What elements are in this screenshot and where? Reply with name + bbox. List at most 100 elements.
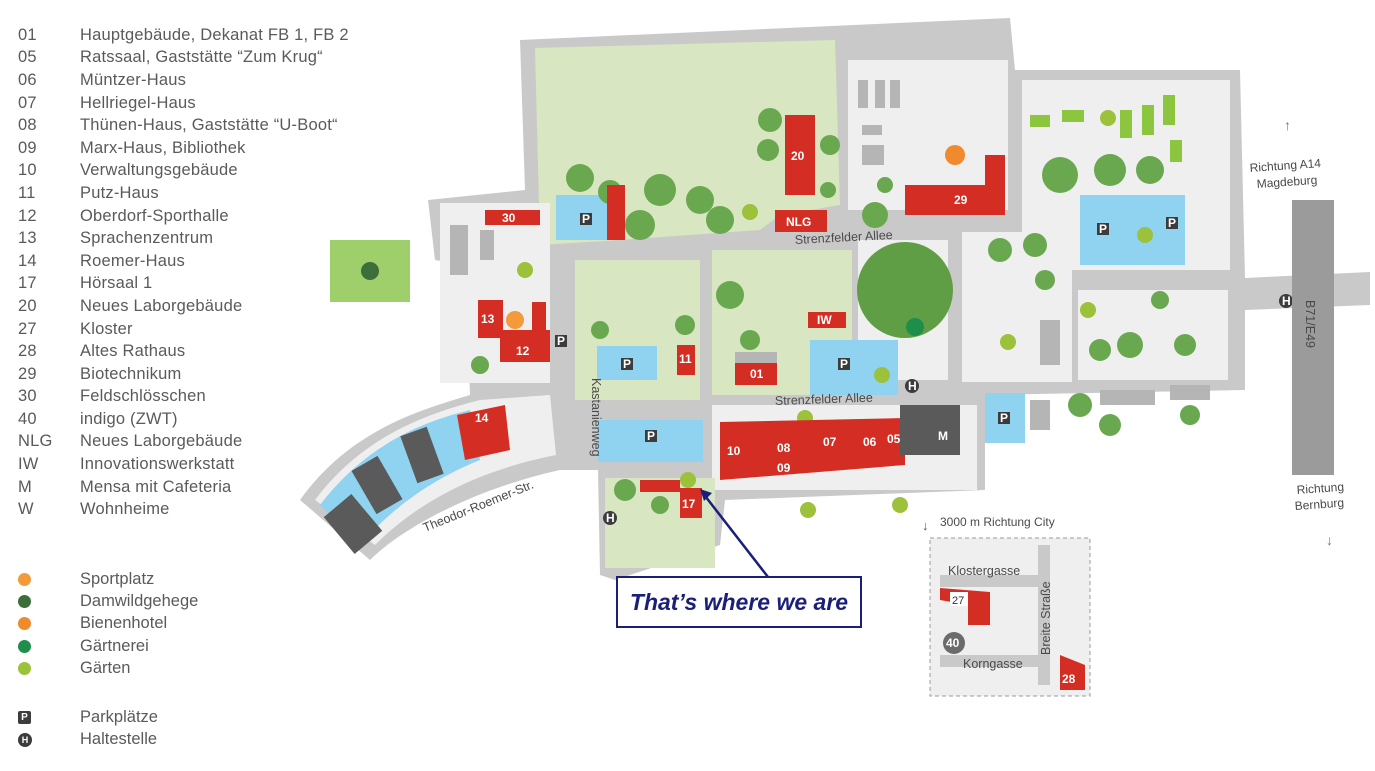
building-14-label: 14 [475,411,489,425]
legend-row: 09 Marx-Haus, Bibliothek [18,137,438,160]
legend-code: 17 [18,274,37,293]
building-28 [1060,655,1085,690]
mensa-building [900,405,960,455]
sportplatz-icon [506,311,524,329]
feature-row: Damwildgehege [18,590,318,612]
service-name: Parkplätze [80,707,158,726]
strenzfelder-north-label: Strenzfelder Allee [794,228,893,247]
feature-row: Gärtnerei [18,635,318,657]
location-callout: That’s where we are [616,576,862,628]
legend-code: NLG [18,432,53,451]
legend-name: Hauptgebäude, Dekanat FB 1, FB 2 [80,25,349,44]
kastanienweg-label: Kastanienweg [589,378,603,457]
svg-text:P: P [582,212,590,226]
legend-name: Feldschlösschen [80,387,206,406]
legend-code: 12 [18,206,37,225]
grey-buildings [450,80,1210,430]
feature-row: Sportplatz [18,568,318,590]
svg-text:P: P [557,334,565,348]
feature-row: Bienenhotel [18,613,318,635]
feature-icon-cell [18,639,80,653]
building-08-label: 08 [777,441,791,455]
legend-code: 20 [18,296,37,315]
feature-name: Gärtnerei [80,636,149,655]
legend-code: 01 [18,25,37,44]
service-name: Haltestelle [80,730,158,749]
legend-name: Roemer-Haus [80,251,185,270]
gaertnerei-icon [906,318,924,336]
building-11-label: 11 [679,352,692,366]
legend-row: 01 Hauptgebäude, Dekanat FB 1, FB 2 [18,24,438,47]
legend-name: Thünen-Haus, Gaststätte “U-Boot“ [80,116,338,135]
legend-code: 10 [18,161,37,180]
field-strips [1030,95,1182,162]
legend-name: Neues Laborgebäude [80,296,243,315]
south-direction-1: Richtung [1296,480,1344,497]
legend-name: Hellriegel-Haus [80,93,196,112]
north-direction-2: Magdeburg [1256,173,1318,191]
legend-name: Marx-Haus, Bibliothek [80,138,246,157]
building-06-label: 06 [863,435,877,449]
building-27-tag [950,592,968,606]
korngasse-label: Korngasse [963,657,1023,671]
legend-code: W [18,500,34,519]
callout-arrowhead [700,489,712,501]
building-29-label: 29 [954,193,968,207]
svg-text:P: P [1099,222,1107,236]
north-direction-1: Richtung A14 [1249,156,1322,175]
building-iw-label: IW [817,313,832,327]
legend-code: IW [18,455,39,474]
park-tree [857,242,953,338]
parking-lot [1080,195,1185,265]
feature-name: Gärten [80,659,131,678]
service-icon-cell: H [18,732,80,747]
legend-code: 27 [18,319,37,338]
damwild-icon [361,262,379,280]
klostergasse-road [940,575,1050,587]
legend-code: 09 [18,138,37,157]
legend-row: 10 Verwaltungsgebäude [18,160,438,183]
city-direction-label: 3000 m Richtung City [940,515,1055,529]
legend-row: 30 Feldschlösschen [18,386,438,409]
south-direction-2: Bernburg [1294,496,1344,513]
service-row: P Parkplätze [18,706,318,728]
parking-icon: P [18,710,31,724]
legend-code: 06 [18,70,37,89]
building-20-label: 20 [791,149,805,163]
damwild-icon [18,595,31,609]
legend-name: Sprachenzentrum [80,229,214,248]
legend-name: Oberdorf-Sporthalle [80,206,229,225]
breite-label: Breite Straße [1039,581,1053,655]
building-40 [943,632,965,654]
svg-text:P: P [1000,411,1008,425]
service-icon-cell: P [18,710,80,724]
building-27-label: 27 [952,595,964,607]
legend-name: Innovationswerkstatt [80,455,235,474]
bus-stop-icon: H [18,732,32,747]
arrow-down-icon: ↓ [1326,532,1333,548]
legend-name: Neues Laborgebäude [80,432,243,451]
breite-road [1038,545,1050,685]
legend-name: Ratssaal, Gaststätte “Zum Krug“ [80,48,323,67]
arrow-down-icon: ↓ [922,518,929,533]
legend-row: 12 Oberdorf-Sporthalle [18,205,438,228]
building-nlg-label: NLG [786,215,811,229]
feature-row: Gärten [18,658,318,680]
feature-name: Bienenhotel [80,614,168,633]
legend-name: Verwaltungsgebäude [80,161,238,180]
legend-code: 40 [18,409,37,428]
legend-name: Altes Rathaus [80,342,186,361]
building-17-label: 17 [682,497,696,511]
building-28-label: 28 [1062,672,1076,686]
legend-code: 30 [18,387,37,406]
